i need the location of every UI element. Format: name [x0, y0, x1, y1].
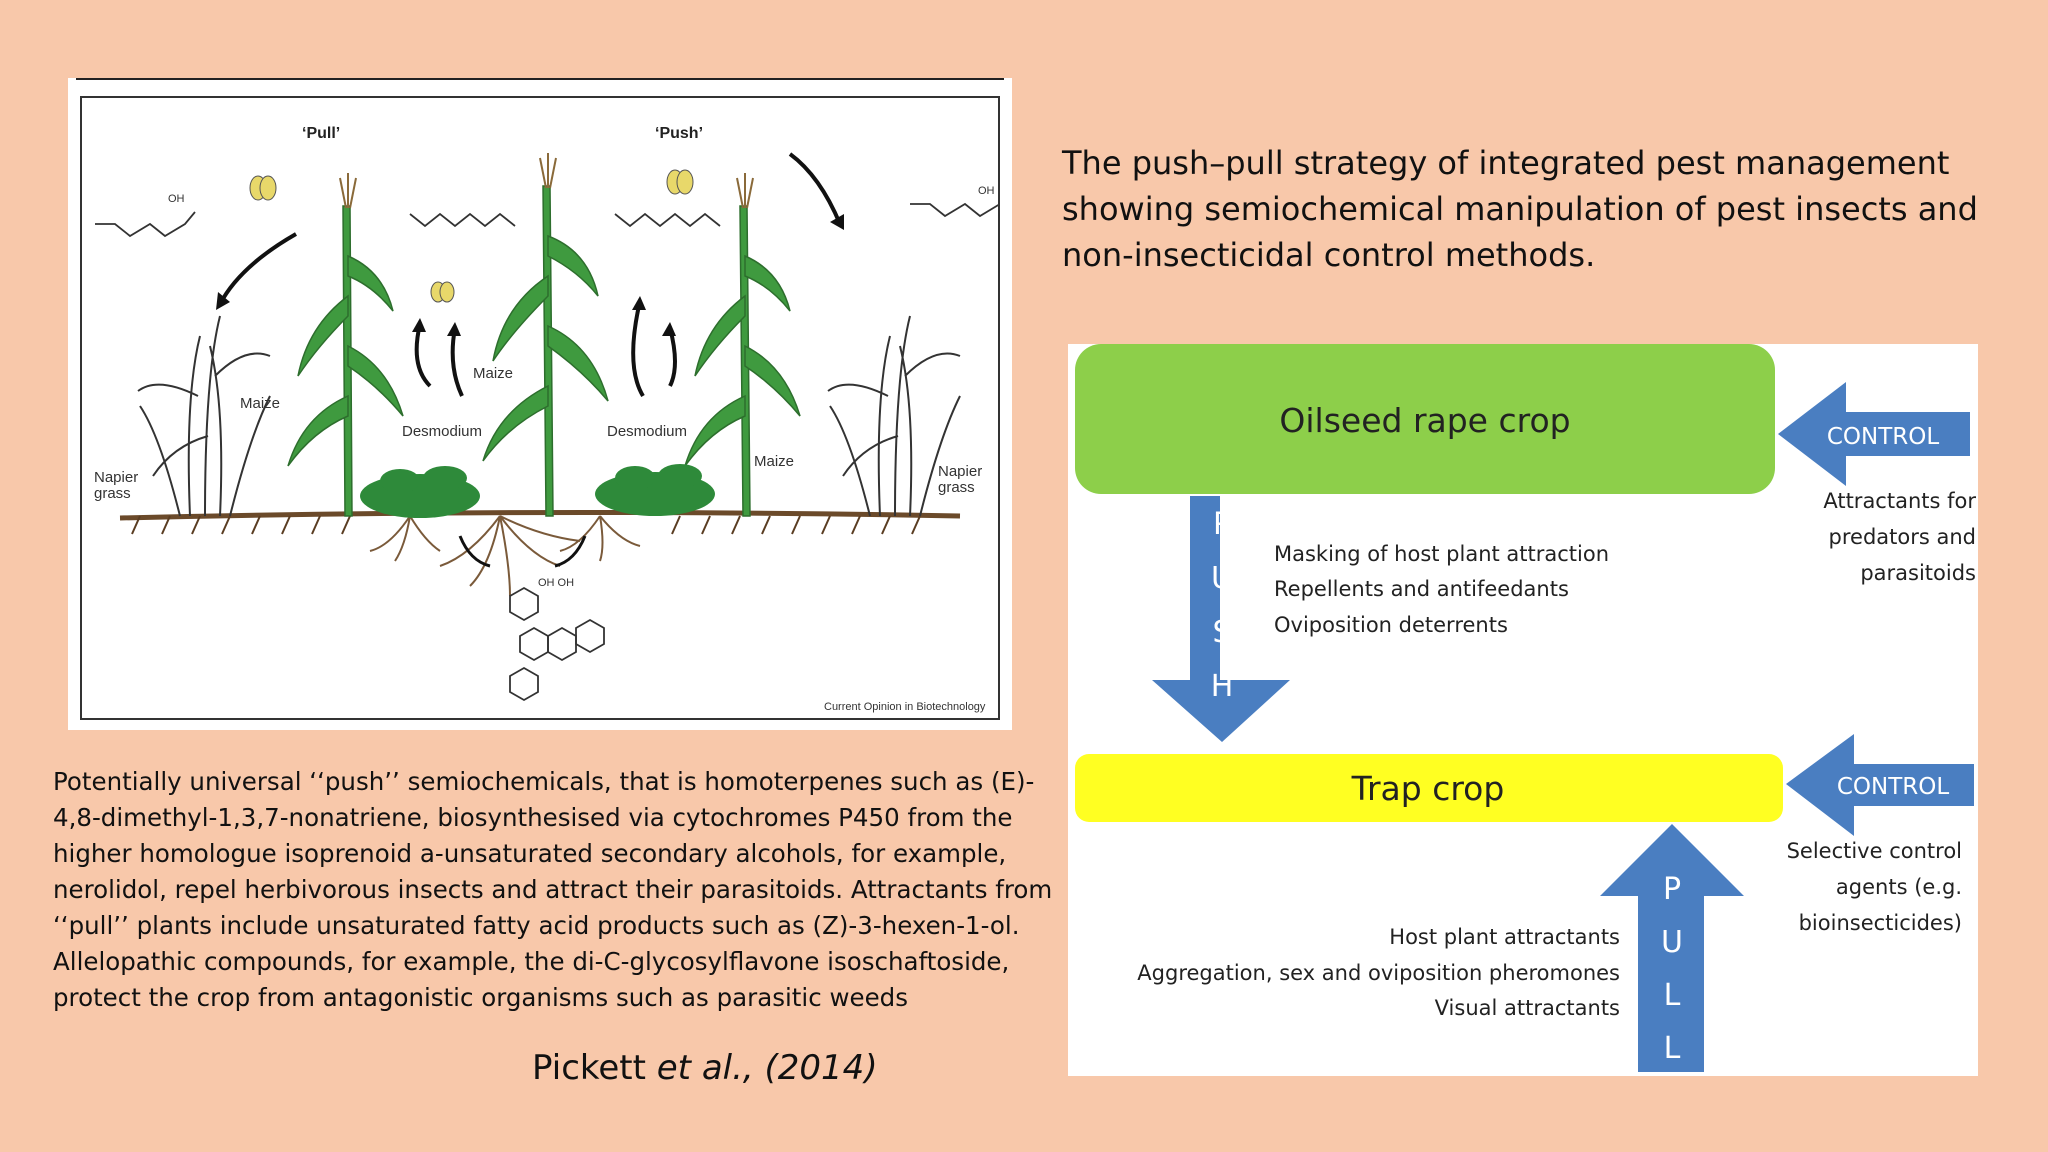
pull-item: Aggregation, sex and oviposition pheromo…: [1137, 961, 1620, 985]
label-oh-right: OH: [978, 185, 995, 197]
pull-letter: P: [1663, 872, 1681, 907]
push-items: Masking of host plant attraction Repelle…: [1274, 542, 1609, 637]
label-napier-right-1: Napier: [938, 463, 982, 480]
figure-caption: Potentially universal ‘‘push’’ semiochem…: [53, 767, 1053, 1012]
pull-item: Host plant attractants: [1389, 925, 1620, 949]
control-2-line: Selective control: [1787, 839, 1962, 863]
control-arrow-1-icon: [1778, 382, 1970, 486]
push-pull-illustration: ‘Pull’ ‘Push’ Maize Maize Maize Desmodiu…: [68, 78, 1012, 730]
push-pull-diagram: Oilseed rape crop Trap crop CONTROL CONT…: [1068, 344, 1978, 1076]
citation: Pickett et al., (2014): [532, 1048, 878, 1088]
label-maize-left: Maize: [240, 395, 280, 412]
control-1-line: predators and: [1829, 525, 1976, 549]
citation-author: Pickett: [532, 1048, 657, 1088]
label-napier-left-2: grass: [94, 485, 131, 502]
pull-letters: P U L L: [1661, 872, 1683, 1066]
push-letter: H: [1211, 669, 1234, 704]
pull-items: Host plant attractants Aggregation, sex …: [1137, 925, 1620, 1020]
control-1-line: parasitoids: [1860, 561, 1976, 585]
push-letters: P U S H: [1211, 507, 1234, 704]
figure-top-rule: [76, 78, 1004, 80]
label-pull: ‘Pull’: [302, 125, 340, 142]
push-item: Repellents and antifeedants: [1274, 577, 1569, 601]
control-2-line: agents (e.g.: [1836, 875, 1962, 899]
control-1-text: Attractants for predators and parasitoid…: [1823, 489, 1976, 585]
control-2-label: CONTROL: [1837, 774, 1950, 800]
oilseed-rape-crop-box: [1075, 344, 1775, 494]
push-letter: S: [1212, 615, 1231, 650]
trap-crop-label: Trap crop: [1351, 769, 1505, 808]
pull-arrow-icon: [1600, 824, 1744, 1072]
push-letter: U: [1211, 561, 1233, 596]
label-push: ‘Push’: [655, 125, 703, 142]
figure-credit: Current Opinion in Biotechnology: [824, 701, 986, 713]
figure-drawing: ‘Pull’ ‘Push’ Maize Maize Maize Desmodiu…: [94, 125, 1000, 713]
oilseed-rape-crop-label: Oilseed rape crop: [1279, 401, 1570, 440]
trap-crop-box: [1075, 754, 1783, 822]
pull-letter: U: [1661, 925, 1683, 960]
pull-item: Visual attractants: [1435, 996, 1620, 1020]
pull-letter: L: [1664, 1031, 1681, 1066]
label-maize-right: Maize: [754, 453, 794, 470]
control-arrow-2-icon: [1786, 734, 1974, 836]
control-1-line: Attractants for: [1823, 489, 1976, 513]
control-2-line: bioinsecticides): [1799, 911, 1962, 935]
label-maize-center: Maize: [473, 365, 513, 382]
label-desmodium-left: Desmodium: [402, 423, 482, 440]
label-desmodium-right: Desmodium: [607, 423, 687, 440]
diagram-description: The push–pull strategy of integrated pes…: [1062, 144, 1978, 274]
push-pull-diagram-svg: Oilseed rape crop Trap crop CONTROL CONT…: [1075, 344, 1976, 1072]
push-letter: P: [1213, 507, 1231, 542]
push-arrow-icon: [1152, 496, 1290, 742]
push-item: Oviposition deterrents: [1274, 613, 1508, 637]
control-2-text: Selective control agents (e.g. bioinsect…: [1787, 839, 1962, 935]
push-item: Masking of host plant attraction: [1274, 542, 1609, 566]
figure-frame: [80, 96, 1000, 720]
control-1-label: CONTROL: [1827, 424, 1940, 450]
label-oh-left: OH: [168, 193, 185, 205]
citation-etal: et al., (2014): [656, 1048, 878, 1088]
label-napier-left-1: Napier: [94, 469, 138, 486]
label-napier-right-2: grass: [938, 479, 975, 496]
pull-letter: L: [1664, 978, 1681, 1013]
label-oh-molecule: OH OH: [538, 577, 574, 589]
